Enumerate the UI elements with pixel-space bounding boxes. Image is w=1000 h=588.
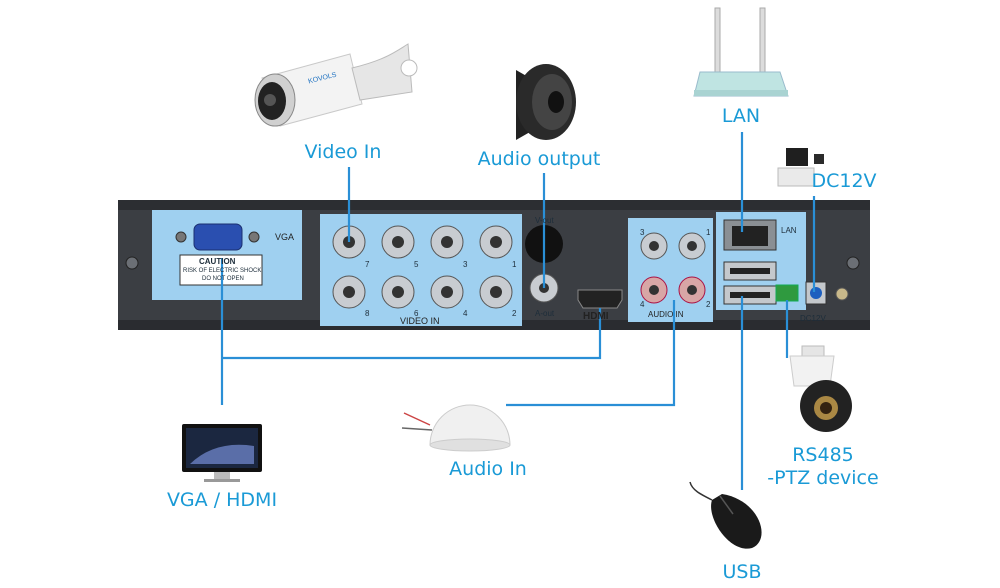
bnc-number: 3 [463, 260, 468, 269]
vga-port [193, 223, 243, 251]
panel-video-in-label: VIDEO IN [400, 316, 440, 326]
panel-vga-label: VGA [275, 232, 295, 242]
caution-line1: RISK OF ELECTRIC SHOCK [183, 268, 262, 274]
audio-number: 1 [706, 228, 711, 237]
bnc-number: 2 [512, 309, 517, 318]
bnc-number: 6 [414, 309, 419, 318]
label-lan: LAN [721, 105, 761, 127]
label-vga-hdmi: VGA / HDMI [166, 489, 278, 511]
bnc-number: 5 [414, 260, 419, 269]
bullet-camera-image [254, 43, 418, 127]
label-audio-output: Audio output [477, 148, 601, 170]
bnc-number: 1 [512, 260, 517, 269]
caution-title: CAUTION [199, 257, 236, 266]
panel-lan-label: LAN [781, 226, 797, 235]
audio-number: 3 [640, 228, 645, 237]
label-audio-in: Audio In [449, 458, 527, 480]
bnc-connectors [332, 225, 513, 309]
ground-screw [835, 287, 849, 301]
microphone-image [401, 404, 511, 452]
a-out-label: A-out [535, 309, 555, 318]
panel-dc12v-label: DC12V [800, 314, 826, 323]
rs485-terminal [775, 284, 799, 302]
hdmi-label: HDMI [583, 311, 609, 322]
panel-audio-in-label: AUDIO IN [648, 310, 684, 319]
hdmi-port [577, 289, 623, 309]
ptz-camera-image [789, 345, 852, 432]
label-video-in: Video In [304, 141, 382, 163]
label-rs485: RS485 [792, 444, 854, 466]
speaker-image [516, 64, 576, 140]
bnc-number: 4 [463, 309, 468, 318]
screw-right [846, 256, 860, 270]
v-out-label: V-out [535, 216, 554, 225]
audio-number: 4 [640, 300, 645, 309]
bnc-number: 8 [365, 309, 370, 318]
bnc-number: 7 [365, 260, 370, 269]
connection-lines [220, 132, 816, 490]
label-ptz-device: -PTZ device [767, 467, 879, 489]
label-usb: USB [722, 561, 762, 583]
monitor-image [182, 424, 262, 482]
label-dc12v: DC12V [811, 170, 877, 192]
mouse-image [689, 481, 762, 549]
caution-line2: DO NOT OPEN [202, 276, 244, 282]
router-image [693, 7, 789, 97]
audio-number: 2 [706, 300, 711, 309]
screw-left [125, 256, 139, 270]
dc-adapter-image [777, 148, 824, 187]
